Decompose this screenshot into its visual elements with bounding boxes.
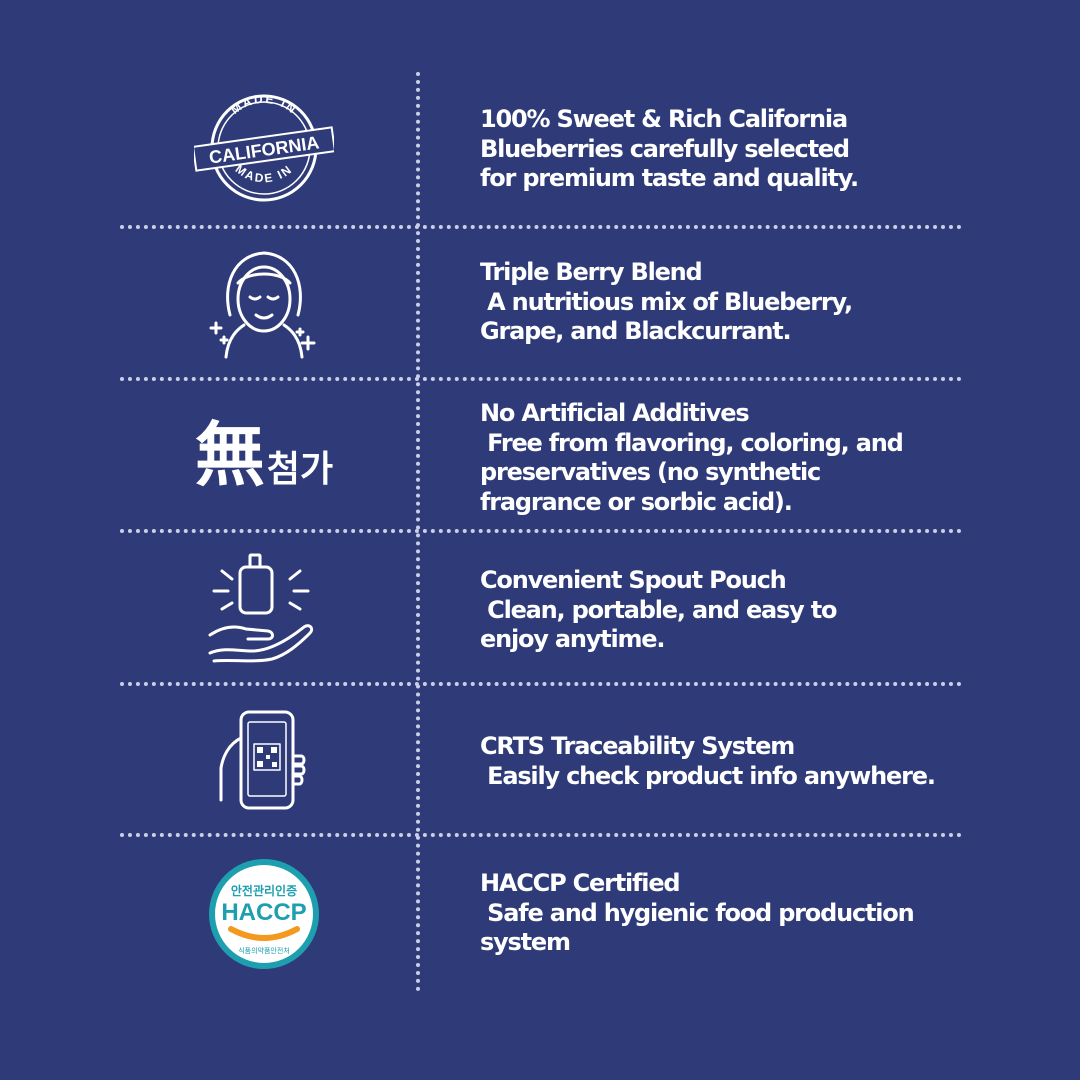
horizontal-divider bbox=[120, 833, 962, 837]
hand-holding-pouch-icon bbox=[184, 547, 344, 663]
haccp-top-text: 안전관리인증 bbox=[231, 883, 297, 898]
feature-row-no-additives: 無 첨가 No Artificial Additives Free from f… bbox=[0, 381, 1080, 529]
horizontal-divider bbox=[120, 377, 962, 381]
smiling-face-sparkle-icon bbox=[184, 245, 344, 365]
no-additives-hangul: 첨가 bbox=[266, 449, 334, 490]
horizontal-divider bbox=[120, 529, 962, 533]
feature-text: 100% Sweet & Rich California Blueberries… bbox=[480, 105, 1040, 194]
feature-row-haccp: 안전관리인증 HACCP 식품의약품안전처 HACCP Certified Sa… bbox=[0, 837, 1080, 997]
feature-line: 100% Sweet & Rich California bbox=[480, 105, 848, 133]
feature-line: system bbox=[480, 928, 571, 956]
no-additives-hanja: 無 bbox=[194, 414, 265, 496]
badge-bottom-text: MADE IN bbox=[233, 162, 294, 186]
badge-top-text: MADE IN bbox=[228, 93, 298, 117]
feature-text: Convenient Spout Pouch Clean, portable, … bbox=[480, 566, 1040, 655]
feature-line: Easily check product info anywhere. bbox=[480, 761, 936, 790]
feature-line: HACCP Certified bbox=[480, 869, 681, 897]
feature-line: Grape, and Blackcurrant. bbox=[480, 317, 792, 345]
feature-text: HACCP Certified Safe and hygienic food p… bbox=[480, 869, 1040, 958]
feature-line: preservatives (no synthetic bbox=[480, 458, 821, 486]
feature-line: Convenient Spout Pouch bbox=[480, 566, 787, 594]
phone-qr-code-icon bbox=[184, 708, 344, 812]
haccp-main-text: HACCP bbox=[221, 899, 306, 926]
haccp-bottom-text: 식품의약품안전처 bbox=[238, 946, 290, 955]
feature-line: A nutritious mix of Blueberry, bbox=[480, 287, 853, 316]
feature-text: Triple Berry Blend A nutritious mix of B… bbox=[480, 258, 1040, 347]
no-additives-badge-icon: 無 첨가 bbox=[184, 405, 344, 505]
feature-line: Safe and hygienic food production bbox=[480, 898, 915, 927]
horizontal-divider bbox=[120, 682, 962, 686]
haccp-certification-badge-icon: 안전관리인증 HACCP 식품의약품안전처 bbox=[184, 857, 344, 971]
feature-line: Free from flavoring, coloring, and bbox=[480, 428, 904, 457]
svg-text:MADE IN: MADE IN bbox=[228, 93, 300, 117]
made-in-california-stamp-icon: MADE IN MADE IN CALIFORNIA bbox=[184, 88, 344, 208]
svg-text:MADE IN: MADE IN bbox=[233, 162, 296, 186]
feature-line: Clean, portable, and easy to bbox=[480, 595, 837, 624]
feature-text: CRTS Traceability System Easily check pr… bbox=[480, 732, 1040, 791]
feature-line: CRTS Traceability System bbox=[480, 732, 795, 760]
feature-line: fragrance or sorbic acid). bbox=[480, 487, 793, 516]
feature-row-california: MADE IN MADE IN CALIFORNIA 100% Sweet & … bbox=[0, 0, 1080, 225]
feature-line: Blueberries carefully selected bbox=[480, 134, 850, 163]
feature-text: No Artificial Additives Free from flavor… bbox=[480, 399, 1040, 517]
horizontal-divider bbox=[120, 225, 962, 229]
feature-line: enjoy anytime. bbox=[480, 625, 666, 653]
feature-line: for premium taste and quality. bbox=[480, 164, 859, 192]
feature-line: No Artificial Additives bbox=[480, 399, 750, 427]
feature-line: Triple Berry Blend bbox=[480, 258, 703, 286]
feature-row-spout-pouch: Convenient Spout Pouch Clean, portable, … bbox=[0, 533, 1080, 682]
feature-row-triple-berry: Triple Berry Blend A nutritious mix of B… bbox=[0, 229, 1080, 377]
feature-row-traceability: CRTS Traceability System Easily check pr… bbox=[0, 686, 1080, 833]
